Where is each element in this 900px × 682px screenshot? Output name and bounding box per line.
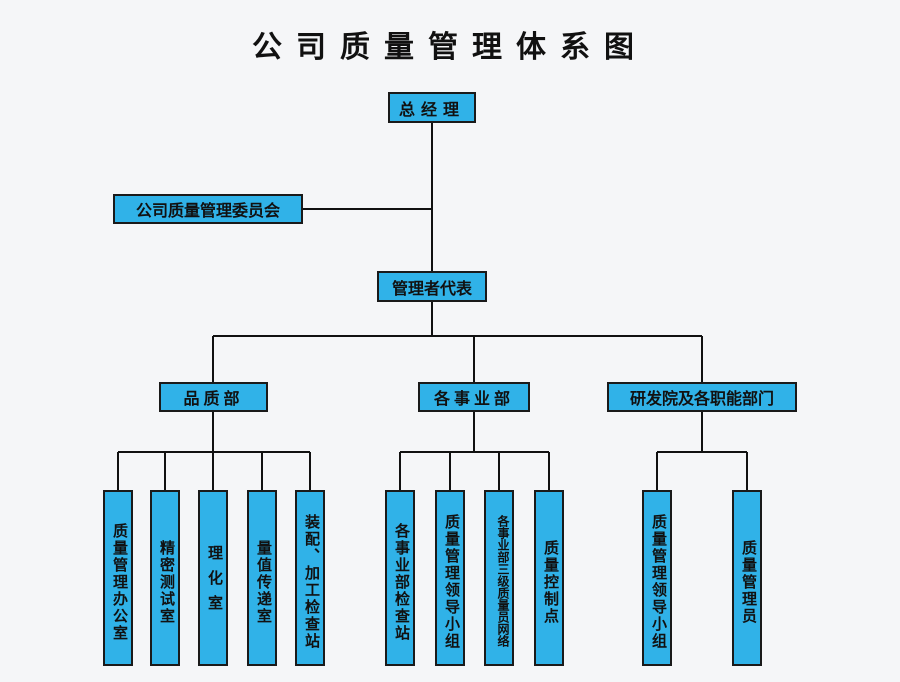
committee-label: 公司质量管理委员会 — [135, 201, 280, 220]
business-depts-box: 各事业部 — [418, 382, 530, 412]
rd-depts-box: 研发院及各职能部门 — [607, 382, 797, 412]
quality-child-label: 理化室 — [206, 544, 224, 620]
business-child-box: 质量控制点 — [534, 490, 564, 666]
business-child-label: 各事业部检查站 — [393, 522, 411, 642]
quality-child-box: 装配、加工检查站 — [295, 490, 325, 666]
quality-dept-box: 品质部 — [159, 382, 268, 412]
management-rep-label: 管理者代表 — [391, 278, 472, 298]
rd-child-box: 质量管理员 — [732, 490, 762, 666]
business-child-label: 质量管理领导小组 — [443, 514, 461, 650]
general-manager-label: 总经理 — [398, 99, 465, 119]
business-child-box: 各事业部三级质量员网络 — [484, 490, 514, 666]
rd-child-label: 质量管理员 — [740, 539, 758, 625]
quality-child-label: 质量管理办公室 — [111, 522, 129, 642]
quality-child-label: 精密测试室 — [158, 539, 176, 625]
quality-child-label: 量值传递室 — [255, 539, 273, 625]
quality-child-box: 量值传递室 — [247, 490, 277, 666]
rd-child-label: 质量管理领导小组 — [650, 514, 668, 650]
quality-child-box: 理化室 — [198, 490, 228, 666]
business-depts-label: 各事业部 — [433, 389, 514, 408]
quality-child-label: 装配、加工检查站 — [303, 514, 321, 650]
business-child-label: 各事业部三级质量员网络 — [496, 514, 510, 647]
business-child-box: 各事业部检查站 — [385, 490, 415, 666]
management-rep-box: 管理者代表 — [377, 271, 487, 302]
page-title: 公司质量管理体系图 — [252, 30, 648, 65]
general-manager-box: 总经理 — [388, 92, 476, 123]
business-child-box: 质量管理领导小组 — [435, 490, 465, 666]
rd-child-box: 质量管理领导小组 — [642, 490, 672, 666]
quality-child-box: 精密测试室 — [150, 490, 180, 666]
quality-dept-label: 品质部 — [183, 389, 244, 408]
rd-depts-label: 研发院及各职能部门 — [629, 389, 774, 408]
committee-box: 公司质量管理委员会 — [113, 194, 303, 224]
quality-child-box: 质量管理办公室 — [103, 490, 133, 666]
business-child-label: 质量控制点 — [542, 539, 560, 625]
